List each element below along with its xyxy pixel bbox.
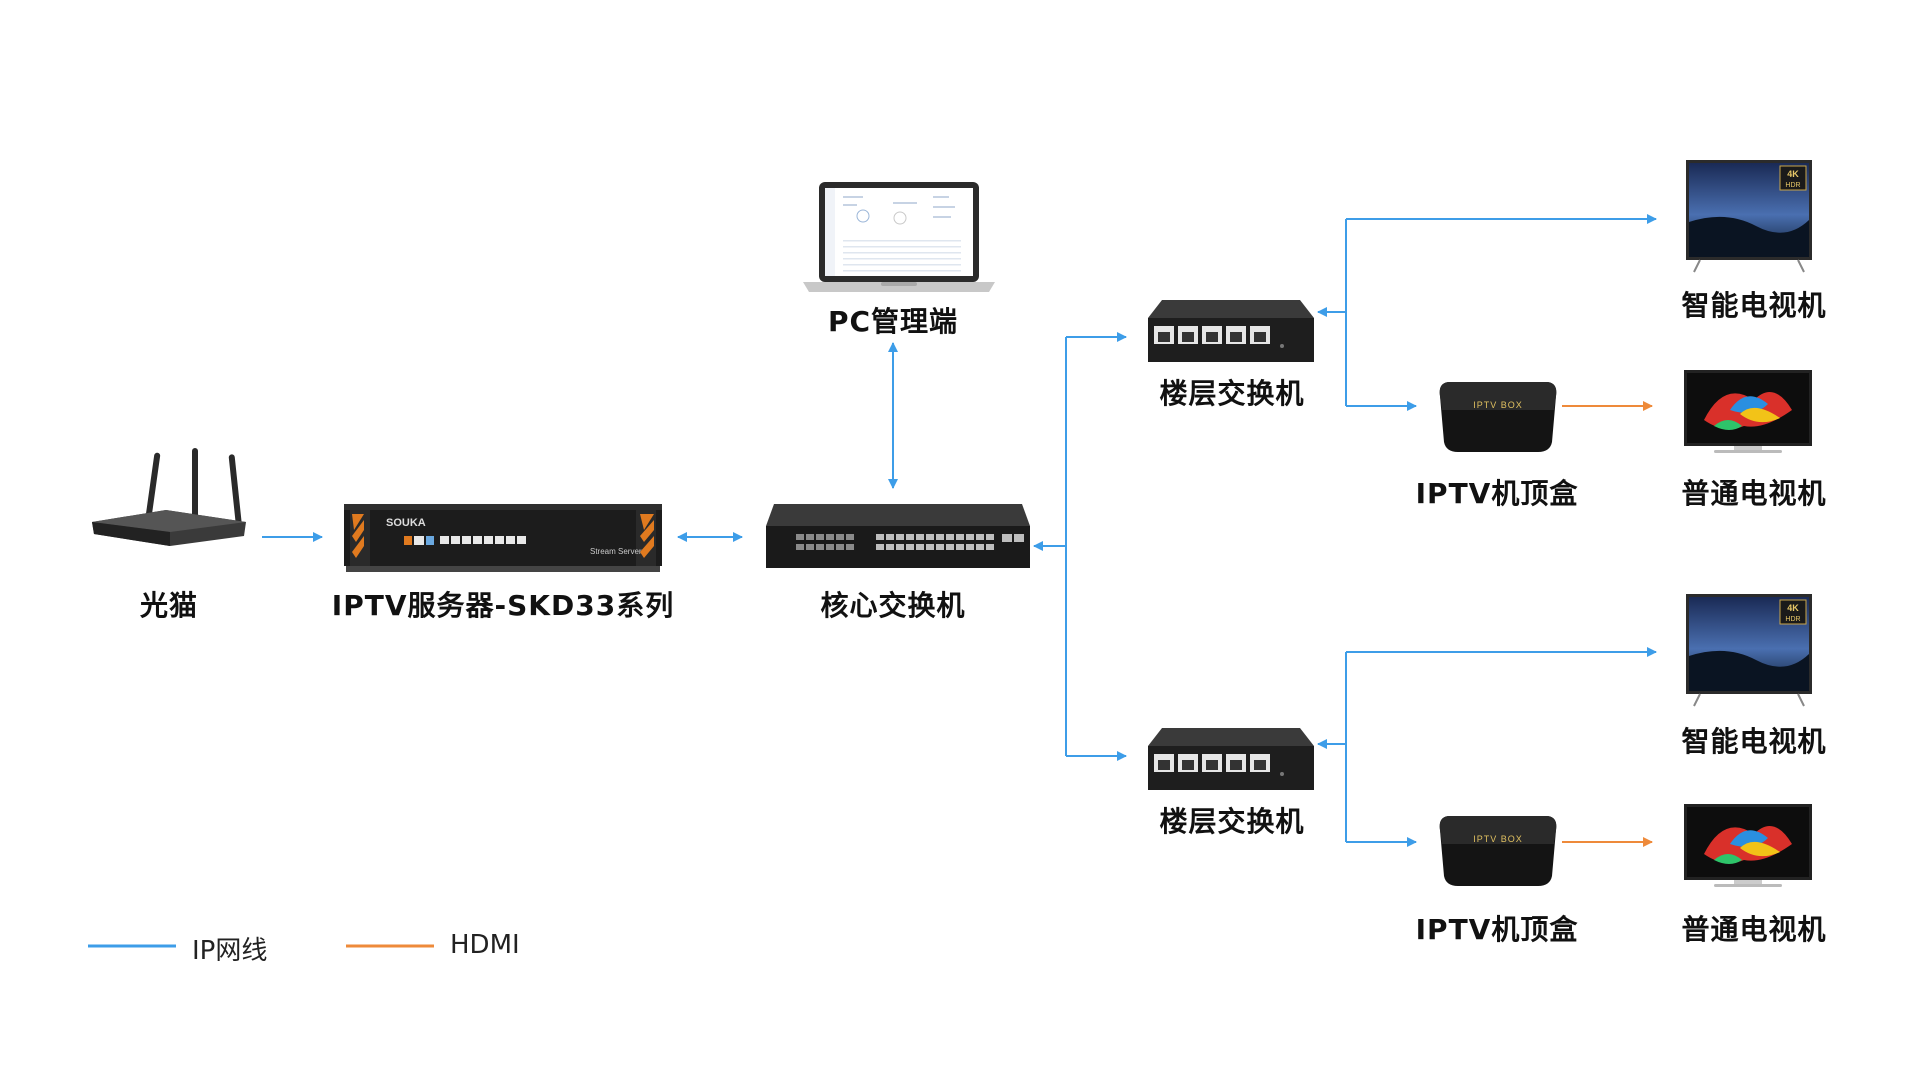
smart-tv-icon: 4K HDR	[1686, 594, 1812, 707]
set-top-box-icon: IPTV BOX	[1439, 382, 1557, 452]
label-tv-2: 普通电视机	[1681, 913, 1827, 946]
legend-hdmi-label: HDMI	[450, 930, 520, 960]
switch-icon	[1148, 300, 1314, 362]
label-stb-1: IPTV机顶盒	[1415, 477, 1579, 510]
label-pc: PC管理端	[827, 305, 959, 338]
label-smart-tv-1: 智能电视机	[1681, 289, 1827, 322]
stb-label-text: IPTV BOX	[1473, 834, 1523, 844]
router-icon	[92, 448, 246, 546]
server-panel-text: Stream Server	[590, 547, 642, 556]
core-switch-icon	[766, 504, 1030, 568]
badge-4k: 4K	[1787, 169, 1799, 179]
legend-ip-label: IP网线	[192, 936, 268, 966]
label-stb-2: IPTV机顶盒	[1415, 913, 1579, 946]
set-top-box-icon: IPTV BOX	[1439, 816, 1557, 886]
badge-hdr: HDR	[1785, 616, 1800, 623]
smart-tv-icon: 4K HDR	[1686, 160, 1812, 273]
laptop-icon	[803, 182, 995, 292]
tv-icon	[1684, 804, 1812, 887]
badge-hdr: HDR	[1785, 182, 1800, 189]
server-brand: SOUKA	[386, 517, 426, 529]
label-modem: 光猫	[139, 589, 199, 622]
label-server: IPTV服务器-SKD33系列	[331, 589, 675, 622]
label-floor-switch-1: 楼层交换机	[1159, 377, 1305, 410]
label-floor-switch-2: 楼层交换机	[1159, 805, 1305, 838]
server-icon: SOUKA Stream Server	[344, 504, 662, 572]
badge-4k: 4K	[1787, 603, 1799, 613]
switch-icon	[1148, 728, 1314, 790]
tv-icon	[1684, 370, 1812, 453]
stb-label-text: IPTV BOX	[1473, 400, 1523, 410]
label-core-switch: 核心交换机	[820, 589, 966, 622]
label-tv-1: 普通电视机	[1681, 477, 1827, 510]
label-smart-tv-2: 智能电视机	[1681, 725, 1827, 758]
